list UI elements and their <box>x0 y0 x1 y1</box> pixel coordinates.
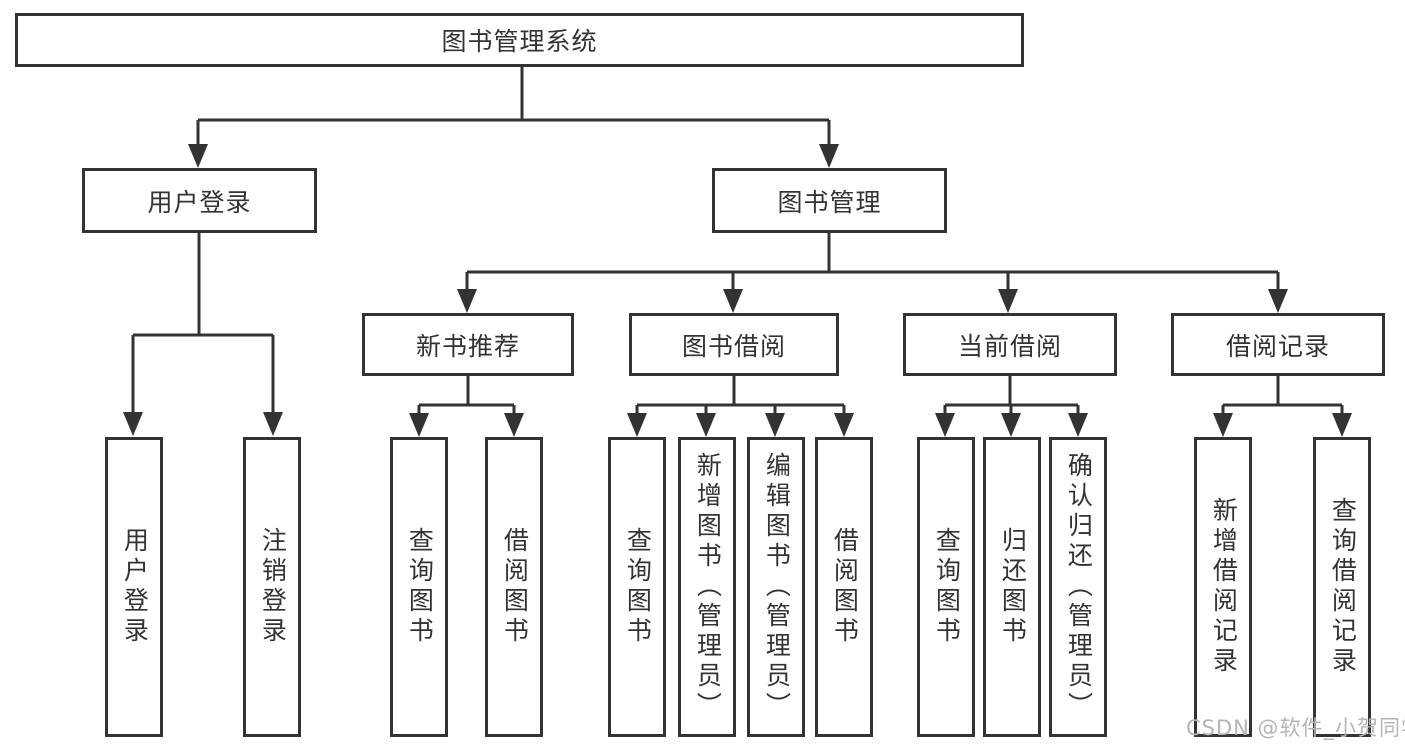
leaf-label: 注销登录 <box>258 527 288 647</box>
node-borrowing-records: 借阅记录 <box>1171 313 1385 376</box>
node-label: 图书借阅 <box>681 331 786 361</box>
leaf-query-borrow-record: 查询借阅记录 <box>1313 437 1371 737</box>
node-book-borrowing: 图书借阅 <box>629 313 839 376</box>
node-book-management: 图书管理 <box>712 168 947 233</box>
leaf-logout: 注销登录 <box>243 437 301 737</box>
leaf-label: 查询图书 <box>405 527 435 647</box>
node-label: 图书管理 <box>777 187 882 217</box>
node-label: 当前借阅 <box>957 331 1062 361</box>
node-user-login: 用户登录 <box>82 168 317 233</box>
leaf-add-book-admin: 新增图书（管理员） <box>678 437 736 737</box>
leaf-query-books-current: 查询图书 <box>917 437 975 737</box>
leaf-return-books: 归还图书 <box>983 437 1041 737</box>
leaf-confirm-return-admin: 确认归还（管理员） <box>1049 437 1107 737</box>
leaf-label: 用户登录 <box>120 527 150 647</box>
leaf-label: 查询图书 <box>623 527 653 647</box>
leaf-label: 借阅图书 <box>500 527 530 647</box>
leaf-label: 确认归还（管理员） <box>1064 452 1094 722</box>
node-new-book-recommend: 新书推荐 <box>362 313 574 376</box>
leaf-label: 新增借阅记录 <box>1209 497 1239 677</box>
leaf-borrow-books-recommend: 借阅图书 <box>485 437 543 737</box>
leaf-user-login: 用户登录 <box>105 437 163 737</box>
arrowhead-icons <box>123 144 1352 437</box>
leaf-label: 借阅图书 <box>830 527 860 647</box>
leaf-add-borrow-record: 新增借阅记录 <box>1194 437 1252 737</box>
leaf-label: 新增图书（管理员） <box>693 452 723 722</box>
node-label: 用户登录 <box>147 187 252 217</box>
node-library-system-root: 图书管理系统 <box>15 13 1024 67</box>
node-label: 图书管理系统 <box>441 27 598 56</box>
leaf-label: 查询图书 <box>932 527 962 647</box>
leaf-label: 编辑图书（管理员） <box>762 452 792 722</box>
node-label: 新书推荐 <box>415 331 520 361</box>
leaf-query-books-borrowing: 查询图书 <box>608 437 666 737</box>
leaf-edit-book-admin: 编辑图书（管理员） <box>747 437 805 737</box>
node-label: 借阅记录 <box>1225 331 1330 361</box>
node-current-borrowing: 当前借阅 <box>903 313 1117 376</box>
leaf-label: 查询借阅记录 <box>1328 497 1358 677</box>
leaf-borrow-books-borrowing: 借阅图书 <box>815 437 873 737</box>
leaf-label: 归还图书 <box>998 527 1028 647</box>
leaf-query-books-recommend: 查询图书 <box>390 437 448 737</box>
watermark: CSDN @软件_小贺同学 <box>1186 716 1405 740</box>
